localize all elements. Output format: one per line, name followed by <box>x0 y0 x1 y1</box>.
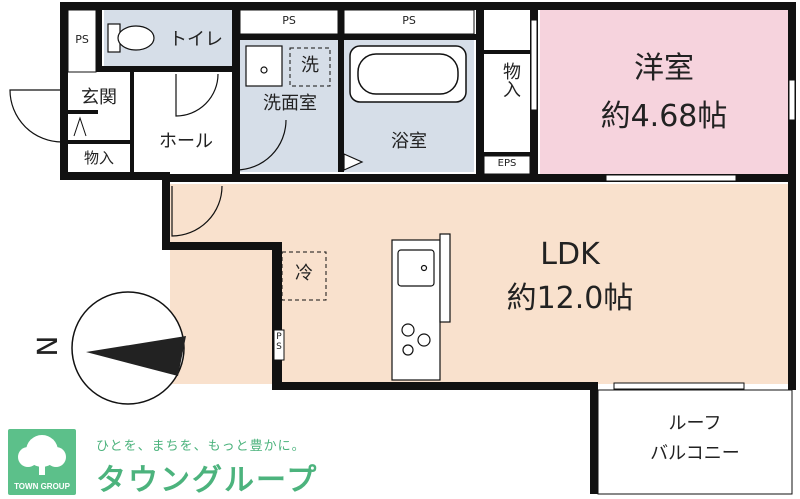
brand-name: タウングループ <box>96 463 319 498</box>
compass-north-label: N <box>30 335 64 357</box>
ldk-size: 約12.0帖 <box>506 281 634 316</box>
fridge-label: 冷 <box>295 263 313 284</box>
bathtub <box>349 45 467 103</box>
roof-balcony-line2: バルコニー <box>650 443 740 464</box>
roof-balcony-line1: ルーフ <box>668 413 722 434</box>
eps-box <box>483 155 531 175</box>
ps-boxes <box>67 9 475 361</box>
western-storage-label: 物入 <box>500 62 521 98</box>
western-room-name: 洋室 <box>634 51 694 86</box>
brand-footer: TOWN GROUP ひとを、まちを、もっと豊かに。 タウングループ <box>0 425 800 498</box>
washbasin <box>245 45 283 87</box>
brand-logo: TOWN GROUP <box>8 429 76 495</box>
ps-label-bath: PS <box>402 14 416 27</box>
eps-label: EPS <box>497 158 517 169</box>
tree-icon <box>18 435 66 475</box>
bath-label: 浴室 <box>391 131 427 152</box>
entrance-label: 玄関 <box>81 87 117 108</box>
compass-needle <box>86 336 186 376</box>
entrance-step <box>73 116 87 137</box>
washroom-label: 洗面室 <box>263 93 317 114</box>
doors <box>9 73 364 237</box>
brand-caption: TOWN GROUP <box>14 482 70 491</box>
windows <box>530 19 796 390</box>
hall-label: ホール <box>159 131 213 152</box>
fridge-space <box>281 251 327 301</box>
toilet-fixture <box>107 23 155 53</box>
western-room-floor <box>540 10 788 174</box>
toilet-label: トイレ <box>169 29 223 50</box>
brand-tagline: ひとを、まちを、もっと豊かに。 <box>96 439 306 454</box>
roof-balcony <box>597 389 793 495</box>
kitchen-counter <box>391 233 451 381</box>
ps-label-toilet: PS <box>75 33 89 46</box>
washer-label: 洗 <box>301 55 319 76</box>
ldk-name: LDK <box>540 237 600 272</box>
compass <box>71 291 186 405</box>
ldk-floor-notch <box>282 230 292 380</box>
washer-space <box>289 47 331 87</box>
western-room-size: 約4.68帖 <box>600 99 728 134</box>
ps-label-kitchen: PS <box>274 332 284 352</box>
entrance-storage-label: 物入 <box>83 149 114 167</box>
ps-label-washroom: PS <box>282 14 296 27</box>
